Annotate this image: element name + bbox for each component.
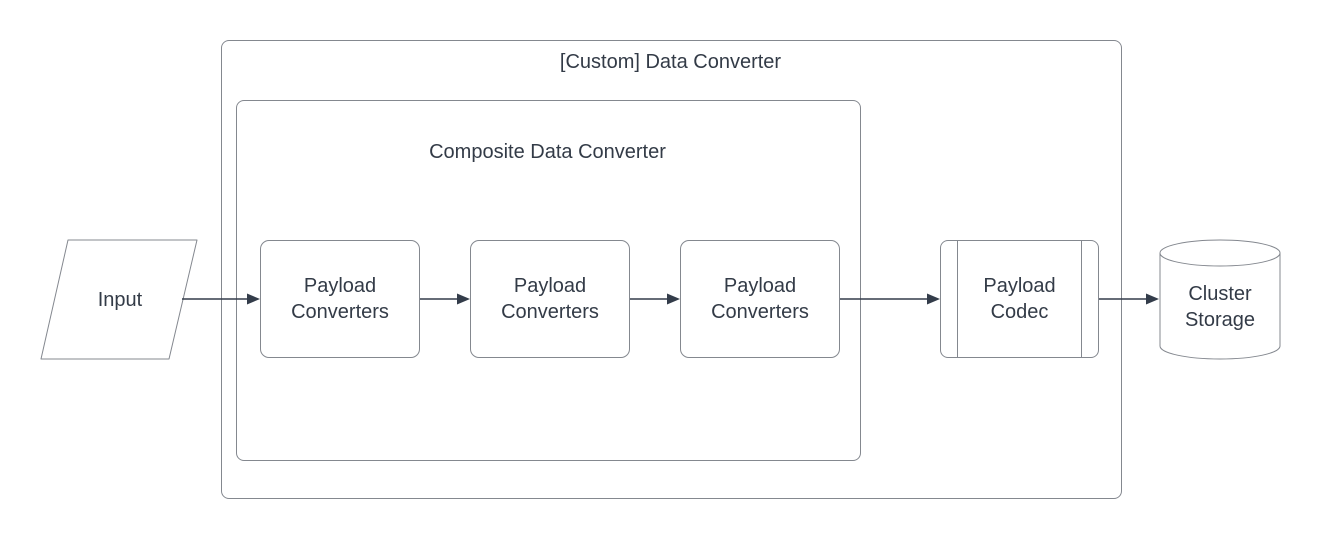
arrow-head-icon [247, 293, 260, 305]
arrow-head-icon [1146, 293, 1159, 305]
custom-data-converter-label: [Custom] Data Converter [559, 51, 782, 73]
arrow-head-icon [667, 293, 680, 305]
payload-converters-1-label: Payload Converters [291, 275, 389, 323]
payload-converters-2-node: Payload Converters [470, 240, 630, 358]
arrow-head-icon [457, 293, 470, 305]
codec-inner-line-right [1081, 241, 1082, 357]
arrow-converters2-to-converters3 [630, 293, 680, 305]
input-node [40, 239, 198, 360]
payload-codec-label: Payload Codec [983, 275, 1056, 323]
codec-inner-line-left [957, 241, 958, 357]
arrow-codec-to-storage [1099, 293, 1159, 305]
payload-converters-3-label: Payload Converters [711, 275, 809, 323]
arrow-converters1-to-converters2 [420, 293, 470, 305]
cylinder-body-shape [1159, 253, 1281, 360]
payload-converters-3-node: Payload Converters [680, 240, 840, 358]
arrow-input-to-converters1 [182, 293, 260, 305]
arrow-head-icon [927, 293, 940, 305]
composite-data-converter-label: Composite Data Converter [429, 141, 666, 163]
parallelogram-shape [40, 239, 198, 360]
arrow-converters3-to-codec [840, 293, 940, 305]
cluster-storage-node [1159, 239, 1281, 360]
payload-converters-2-label: Payload Converters [501, 275, 599, 323]
payload-codec-node: Payload Codec [940, 240, 1099, 358]
cylinder-top-shape [1159, 239, 1281, 267]
payload-converters-1-node: Payload Converters [260, 240, 420, 358]
